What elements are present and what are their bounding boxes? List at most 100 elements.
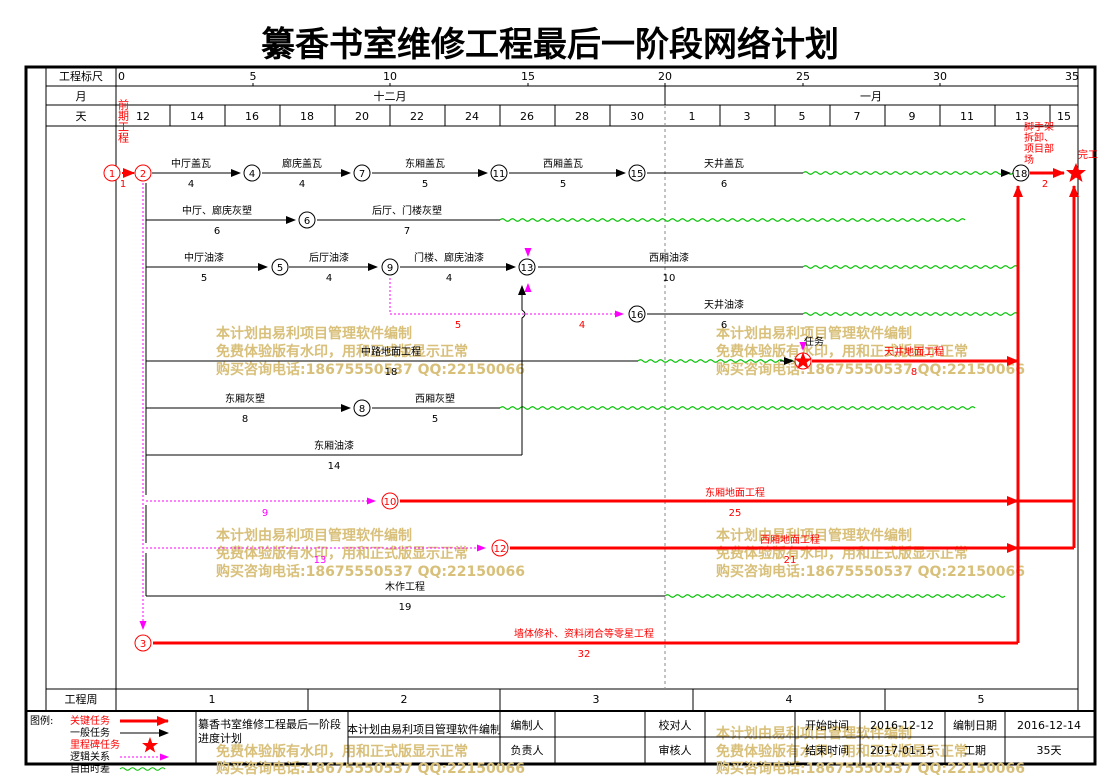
task-duration: 5 (422, 179, 428, 190)
node: 11 (490, 164, 508, 182)
svg-text:9: 9 (387, 263, 393, 274)
svg-text:购买咨询电话:18675550537 QQ:22150066: 购买咨询电话:18675550537 QQ:22150066 (216, 760, 525, 777)
dummy-label: 9 (262, 508, 268, 519)
svg-text:10: 10 (384, 497, 397, 508)
dummy-label: 13 (314, 555, 327, 566)
svg-text:免费体验版有水印，用和正式版显示正常: 免费体验版有水印，用和正式版显示正常 (216, 545, 468, 562)
footer-label: 工期 (964, 744, 986, 757)
task-duration: 8 (911, 367, 917, 378)
milestone-icon (794, 352, 812, 370)
day-label: 1 (689, 110, 696, 123)
task-duration: 21 (784, 555, 797, 566)
week-label: 5 (978, 693, 985, 706)
task-name: 天井地面工程 (884, 345, 944, 358)
day-label: 12 (136, 110, 150, 123)
footer-value: 2016-12-14 (1017, 719, 1081, 732)
legend-item: 关键任务 (70, 714, 110, 727)
month-label: 十二月 (374, 89, 407, 103)
dummy-label: 5 (455, 320, 461, 331)
footer-label: 校对人 (659, 718, 692, 732)
task-duration: 6 (721, 179, 727, 190)
ruler-header: 工程标尺 (59, 69, 103, 83)
svg-text:12: 12 (494, 544, 507, 555)
task-duration: 6 (721, 320, 727, 331)
ruler-tick: 0 (118, 70, 125, 83)
svg-text:6: 6 (304, 216, 310, 227)
normal-tasks (145, 169, 1011, 597)
node: 18 (1012, 164, 1030, 182)
task-name-box: 脚手架拆卸、项目部场 (1024, 122, 1054, 166)
dummy-label: 4 (579, 320, 585, 331)
svg-text:13: 13 (521, 263, 534, 274)
critical-tasks (122, 168, 1079, 645)
task-duration: 4 (188, 179, 194, 190)
finish-star-icon (1066, 163, 1086, 182)
svg-text:免费体验版有水印，用和正式版显示正常: 免费体验版有水印，用和正式版显示正常 (716, 343, 968, 360)
task-duration: 14 (328, 461, 341, 472)
ruler-tick: 20 (658, 70, 672, 83)
svg-text:购买咨询电话:18675550537 QQ:22150066: 购买咨询电话:18675550537 QQ:22150066 (216, 563, 525, 580)
footer-table (195, 711, 1095, 764)
task-duration: 10 (663, 273, 676, 284)
week-header: 工程周 (65, 693, 98, 706)
footer-label: 编制人 (511, 718, 544, 732)
legend-item: 里程碑任务 (70, 738, 120, 751)
footer-note: 本计划由易利项目管理软件编制 (347, 722, 501, 736)
task-duration: 32 (578, 649, 591, 660)
svg-text:7: 7 (359, 169, 365, 180)
node: 16 (628, 305, 646, 323)
task-duration: 4 (326, 273, 332, 284)
task-labels: 前期工程 1 中厅盖瓦 4 廊庑盖瓦 4 东厢盖瓦 5 西厢盖瓦 5 天井盖瓦 … (117, 98, 1099, 660)
svg-text:5: 5 (277, 263, 283, 274)
svg-text:免费体验版有水印，用和正式版显示正常: 免费体验版有水印，用和正式版显示正常 (216, 743, 468, 760)
task-name: 天井盖瓦 (704, 157, 744, 170)
day-label: 18 (300, 110, 314, 123)
svg-text:18: 18 (1015, 169, 1028, 180)
month-label: 一月 (860, 90, 882, 103)
task-name: 西厢油漆 (649, 251, 689, 264)
task-name: 天井油漆 (704, 298, 744, 311)
page-title: 纂香书室维修工程最后一阶段网络计划 (261, 25, 839, 65)
day-label: 26 (520, 110, 534, 123)
svg-text:本计划由易利项目管理软件编制: 本计划由易利项目管理软件编制 (716, 527, 912, 544)
day-label: 22 (410, 110, 424, 123)
svg-text:购买咨询电话:18675550537 QQ:22150066: 购买咨询电话:18675550537 QQ:22150066 (216, 361, 525, 378)
task-name: 东厢盖瓦 (405, 157, 445, 170)
footer-label: 开始时间 (805, 718, 849, 732)
footer-label: 结束时间 (805, 744, 849, 757)
task-name: 中厅油漆 (184, 251, 224, 264)
task-duration: 18 (385, 367, 398, 378)
svg-text:本计划由易利项目管理软件编制: 本计划由易利项目管理软件编制 (216, 527, 412, 544)
task-name: 墙体修补、资料闭合等零星工程 (514, 627, 654, 640)
task-name: 东厢地面工程 (705, 486, 765, 499)
footer-label: 编制日期 (953, 718, 997, 732)
day-label: 5 (799, 110, 806, 123)
task-duration: 1 (120, 179, 126, 190)
logic-relations (139, 183, 807, 630)
legend-title: 图例: (30, 714, 53, 727)
task-duration: 2 (1042, 179, 1048, 190)
month-header: 月 (76, 90, 87, 103)
week-label: 4 (786, 693, 793, 706)
task-name: 廊庑盖瓦 (282, 157, 322, 170)
node: 8 (353, 399, 371, 417)
day-label: 20 (355, 110, 369, 123)
footer-name-cell: 纂香书室维修工程最后一阶段进度计划 (198, 718, 341, 745)
watermarks: 本计划由易利项目管理软件编制免费体验版有水印，用和正式版显示正常购买咨询电话:1… (216, 325, 1025, 777)
task-duration: 5 (201, 273, 207, 284)
task-duration: 7 (404, 226, 410, 237)
ruler-tick: 10 (383, 70, 397, 83)
node: 10 (381, 492, 399, 510)
milestone-star-icon (142, 737, 158, 753)
node: 9 (381, 258, 399, 276)
day-header: 天 (76, 110, 87, 123)
legend-item: 一般任务 (70, 726, 110, 739)
task-name: 西厢灰塑 (415, 392, 455, 405)
svg-text:1: 1 (109, 169, 115, 180)
node: 12 (491, 539, 509, 557)
day-label: 24 (465, 110, 479, 123)
svg-text:3: 3 (140, 639, 146, 650)
svg-text:15: 15 (631, 169, 644, 180)
node: 15 (628, 164, 646, 182)
day-label: 14 (190, 110, 204, 123)
